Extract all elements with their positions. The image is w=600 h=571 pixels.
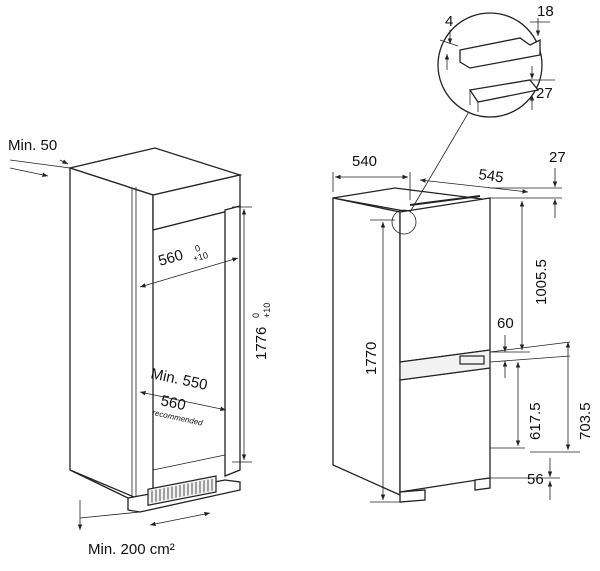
label-mid-gap: 60: [497, 315, 514, 332]
label-detail-27: 27: [536, 85, 553, 102]
niche-right-panel: [224, 205, 241, 477]
label-detail-18: 18: [537, 3, 554, 20]
dim-upper-height: 1005.5: [490, 201, 550, 353]
detail-profile-top: [459, 37, 541, 69]
label-bottom: 56: [527, 471, 544, 488]
niche-left-panel: [69, 167, 154, 506]
dim-top-gap: 27: [490, 149, 566, 218]
label-width: 540: [352, 153, 377, 170]
detail-view: 4 18 27: [409, 3, 555, 213]
dim-niche-width: 560 0 +10: [139, 243, 239, 288]
mid-hinge: [459, 355, 485, 365]
dim-depth: 545: [419, 166, 529, 194]
label-depth: 545: [477, 166, 504, 186]
tol-top: 0: [194, 243, 202, 254]
dim-lower-b: 703.5: [530, 342, 594, 453]
label-niche-width: 560: [156, 247, 185, 270]
upper-door: [399, 197, 491, 363]
label-min-vent: Min. 200 cm²: [88, 541, 175, 558]
tol-h-bot: +10: [262, 303, 272, 318]
label-total-height: 1770: [363, 342, 380, 375]
dim-total-height: 1770: [363, 219, 400, 503]
detail-circle: [437, 12, 543, 118]
label-detail-4: 4: [445, 13, 453, 30]
foot-back: [474, 477, 491, 491]
tol-h-top: 0: [251, 313, 261, 318]
foot-front: [399, 489, 426, 503]
dim-mid-gap: 60: [489, 315, 571, 378]
dim-bottom: 56: [490, 458, 560, 500]
detail-profile-door: [468, 79, 540, 103]
lower-door: [399, 367, 491, 493]
label-upper-height: 1005.5: [533, 259, 550, 305]
dim-niche-height: 1776 0 +10: [232, 206, 272, 463]
dim-lower-a: 617.5: [490, 362, 544, 449]
vent-grille: [147, 475, 217, 506]
label-top-gap: 27: [549, 149, 566, 166]
tol-bot: +10: [192, 250, 209, 264]
label-niche-height: 1776: [253, 327, 270, 360]
niche-cabinet: [67, 147, 243, 513]
label-lower-b: 703.5: [577, 402, 594, 440]
label-min-depth: Min. 550: [149, 365, 209, 394]
dim-min-50: Min. 50: [8, 137, 71, 178]
label-lower-a: 617.5: [527, 402, 544, 440]
detail-circle-marker: [391, 209, 417, 235]
dim-vent: Min. 200 cm²: [77, 500, 211, 558]
dim-width: 540: [332, 153, 411, 200]
label-rec-depth: 560: [159, 392, 187, 414]
top-handle: [409, 195, 481, 206]
label-min-50: Min. 50: [8, 137, 57, 154]
appliance-body: [332, 187, 491, 503]
